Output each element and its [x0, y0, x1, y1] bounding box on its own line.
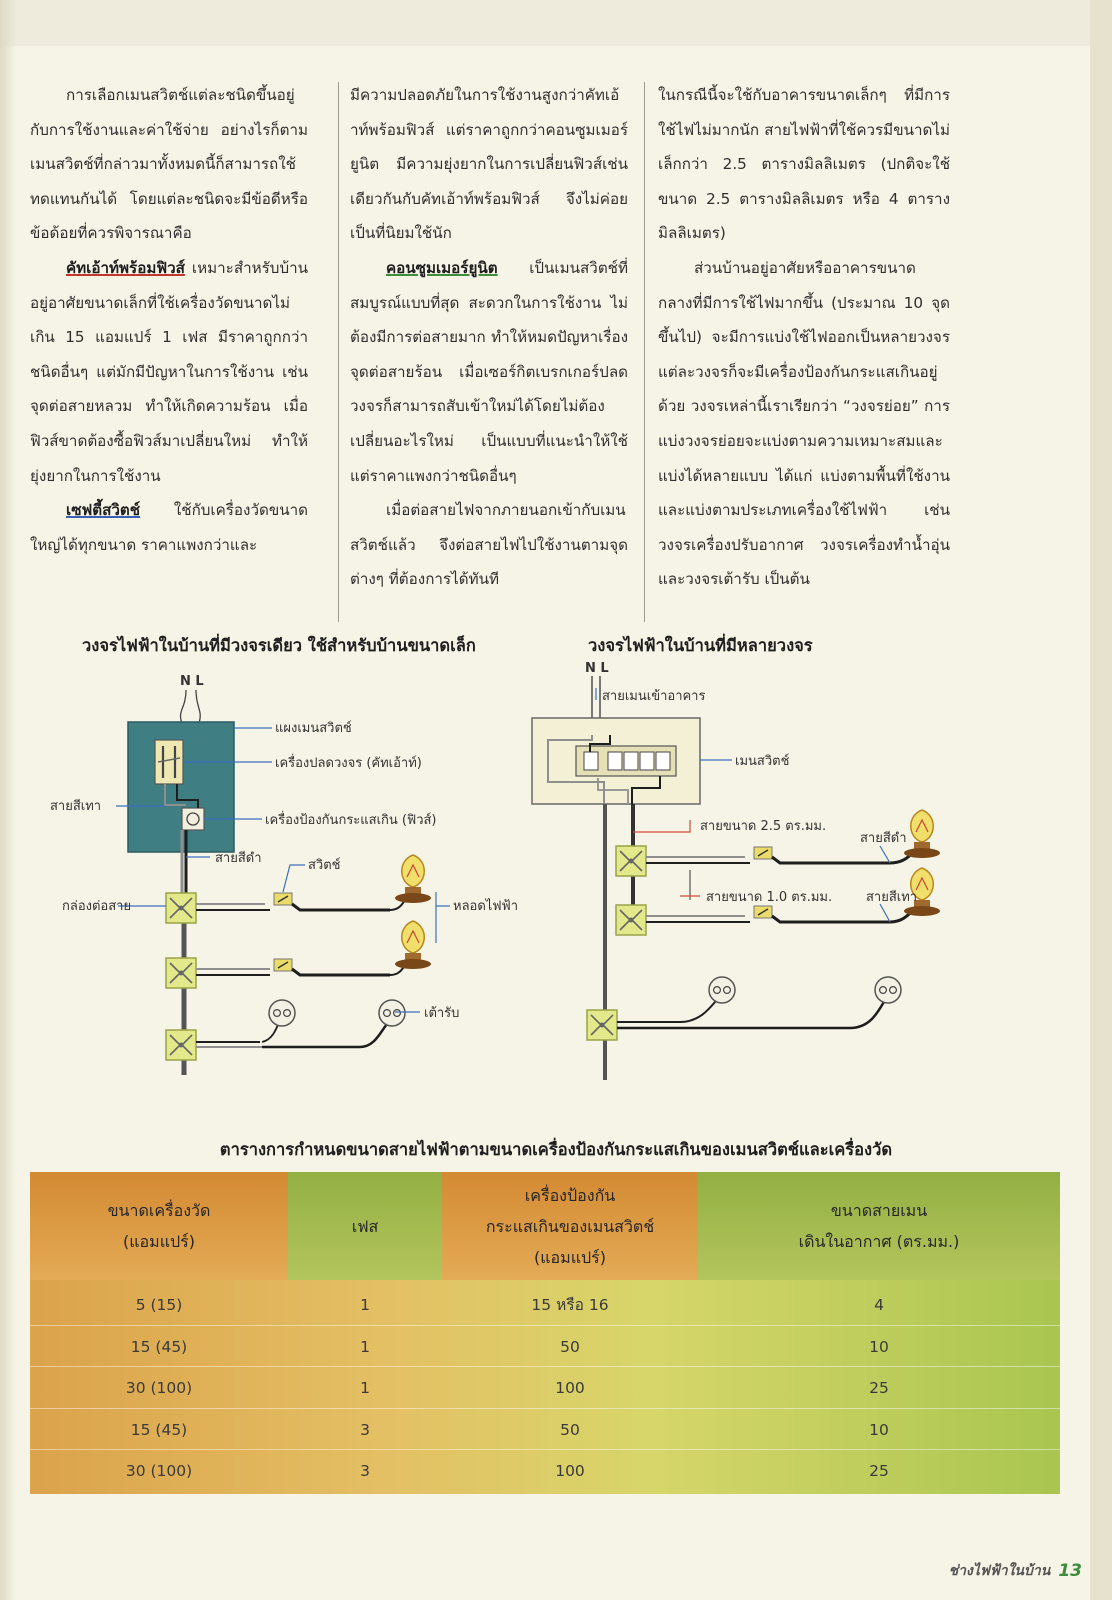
table-title: ตารางการกำหนดขนาดสายไฟฟ้าตามขนาดเครื่องป… — [219, 1140, 893, 1159]
service-wires — [179, 689, 201, 727]
term-cutout-fuse: คัทเอ้าท์พร้อมฟิวส์ — [66, 258, 185, 277]
label-service-wire: สายเมนเข้าอาคาร — [602, 689, 705, 704]
table-cell: 15 (45) — [130, 1420, 188, 1439]
table-cell: 25 — [869, 1461, 889, 1480]
label-junction-box: กล่องต่อสาย — [62, 899, 131, 914]
label-black-wire: สายสีดำ — [860, 830, 907, 846]
label-outlet: เต้ารับ — [424, 1006, 459, 1021]
text-column-1: การเลือกเมนสวิตช์แต่ละชนิดขึ้นอยู่กับการ… — [30, 78, 308, 628]
lamp-icon — [903, 809, 941, 859]
wire-size-table: ขนาดเครื่องวัด(แอมแปร์) เฟส เครื่องป้องก… — [30, 1172, 1060, 1494]
junction-box — [165, 1029, 197, 1061]
outlet-icon — [268, 999, 296, 1027]
table-row: 15 (45) 1 50 10 — [30, 1325, 1060, 1367]
paragraph: คัทเอ้าท์พร้อมฟิวส์ เหมาะสำหรับบ้านอยู่อ… — [30, 258, 308, 485]
table-row: 15 (45) 3 50 10 — [30, 1408, 1060, 1450]
junction-box — [586, 1009, 618, 1041]
table-cell: 10 — [869, 1337, 889, 1356]
diagram-right-title: วงจรไฟฟ้าในบ้านที่มีหลายวงจร — [588, 636, 813, 655]
label-main-panel: แผงเมนสวิตช์ — [275, 720, 352, 736]
header-phase: เฟส — [288, 1172, 442, 1280]
label-lamp: หลอดไฟฟ้า — [453, 898, 518, 914]
header-cable-size: ขนาดสายเมนเดินในอากาศ (ตร.มม.) — [698, 1172, 1060, 1280]
page-gutter-shadow — [0, 0, 16, 1600]
switch-symbol — [753, 905, 773, 919]
consumer-unit — [575, 745, 677, 777]
table-cell: 30 (100) — [125, 1461, 193, 1480]
junction-box — [165, 892, 197, 924]
switch-symbol — [753, 846, 773, 860]
text-column-2: มีความปลอดภัยในการใช้งานสูงกว่าคัทเอ้าท์… — [350, 78, 628, 628]
table-cell: 50 — [560, 1337, 580, 1356]
right-nl-label: N L — [585, 661, 609, 676]
label-grey-wire: สายสีเทา — [50, 798, 101, 814]
label-wire-1-0: สายขนาด 1.0 ตร.มม. — [706, 890, 832, 905]
table-cell: 25 — [869, 1378, 889, 1397]
page-edge — [1090, 0, 1112, 1600]
label-fuse: เครื่องป้องกันกระแสเกิน (ฟิวส์) — [265, 811, 437, 828]
page-number: 13 — [1058, 1561, 1082, 1581]
switch-symbol — [273, 892, 293, 906]
label-grey-wire: สายสีเทา — [866, 889, 917, 905]
outlet-icon — [378, 999, 406, 1027]
label-cutout: เครื่องปลดวงจร (คัทเอ้าท์) — [275, 754, 422, 771]
term-consumer-unit: คอนซูมเมอร์ยูนิต — [386, 258, 498, 277]
label-wire-2-5: สายขนาด 2.5 ตร.มม. — [700, 819, 826, 834]
table-cell: 30 (100) — [125, 1378, 193, 1397]
table-cell: 100 — [555, 1461, 585, 1480]
paragraph: มีความปลอดภัยในการใช้งานสูงกว่าคัทเอ้าท์… — [350, 86, 628, 243]
junction-box — [615, 845, 647, 877]
column-divider — [338, 82, 339, 622]
table-header: ขนาดเครื่องวัด(แอมแปร์) เฟส เครื่องป้องก… — [30, 1172, 1060, 1280]
header-meter-size: ขนาดเครื่องวัด(แอมแปร์) — [30, 1172, 288, 1280]
table-cell: 1 — [360, 1295, 370, 1314]
table-cell: 1 — [360, 1378, 370, 1397]
label-main-switch: เมนสวิตช์ — [735, 753, 790, 769]
table-cell: 5 (15) — [135, 1295, 183, 1314]
table-cell: 10 — [869, 1420, 889, 1439]
paragraph: เซฟตี้สวิตช์ ใช้กับเครื่องวัดขนาดใหญ่ได้… — [30, 501, 308, 554]
header-protection: เครื่องป้องกันกระแสเกินของเมนสวิตช์(แอมแ… — [442, 1172, 698, 1280]
table-cell: 1 — [360, 1337, 370, 1356]
paragraph: คอนซูมเมอร์ยูนิต เป็นเมนสวิตช์ที่สมบูรณ์… — [350, 258, 628, 485]
term-safety-switch: เซฟตี้สวิตช์ — [66, 501, 141, 520]
cutout-switch — [154, 739, 184, 785]
outlet-icon — [708, 976, 736, 1004]
paragraph: การเลือกเมนสวิตช์แต่ละชนิดขึ้นอยู่กับการ… — [30, 86, 308, 243]
table-cell: 4 — [874, 1295, 884, 1314]
top-margin — [0, 0, 1112, 46]
page-footer: ช่างไฟฟ้าในบ้าน 13 — [949, 1560, 1082, 1582]
junction-box — [615, 904, 647, 936]
table-row: 5 (15) 1 15 หรือ 16 4 — [30, 1284, 1060, 1325]
outlet-icon — [874, 976, 902, 1004]
switch-symbol — [273, 958, 293, 972]
fuse — [181, 807, 205, 831]
text-column-3: ในกรณีนี้จะใช้กับอาคารขนาดเล็กๆ ที่มีการ… — [658, 78, 950, 628]
table-row: 30 (100) 1 100 25 — [30, 1366, 1060, 1408]
column-divider — [644, 82, 645, 622]
left-nl-label: N L — [180, 674, 204, 689]
paragraph: ส่วนบ้านอยู่อาศัยหรืออาคารขนาดกลางที่มีก… — [658, 258, 950, 589]
table-cell: 15 (45) — [130, 1337, 188, 1356]
table-cell: 3 — [360, 1420, 370, 1439]
table-cell: 50 — [560, 1420, 580, 1439]
label-black-wire: สายสีดำ — [215, 850, 262, 866]
table-cell: 100 — [555, 1378, 585, 1397]
paragraph: ในกรณีนี้จะใช้กับอาคารขนาดเล็กๆ ที่มีการ… — [658, 86, 950, 243]
junction-box — [165, 957, 197, 989]
paragraph: เมื่อต่อสายไฟจากภายนอกเข้ากับเมนสวิตช์แล… — [350, 501, 628, 589]
label-switch: สวิตช์ — [308, 857, 341, 873]
wiring-diagrams: N L — [50, 661, 941, 1080]
table-cell: 3 — [360, 1461, 370, 1480]
diagram-left-title: วงจรไฟฟ้าในบ้านที่มีวงจรเดียว ใช้สำหรับบ… — [82, 636, 476, 655]
table-row: 30 (100) 3 100 25 — [30, 1449, 1060, 1491]
table-cell: 15 หรือ 16 — [531, 1296, 609, 1314]
footer-text: ช่างไฟฟ้าในบ้าน — [948, 1563, 1051, 1579]
lamp-icon — [394, 854, 432, 904]
lamp-icon — [394, 920, 432, 970]
